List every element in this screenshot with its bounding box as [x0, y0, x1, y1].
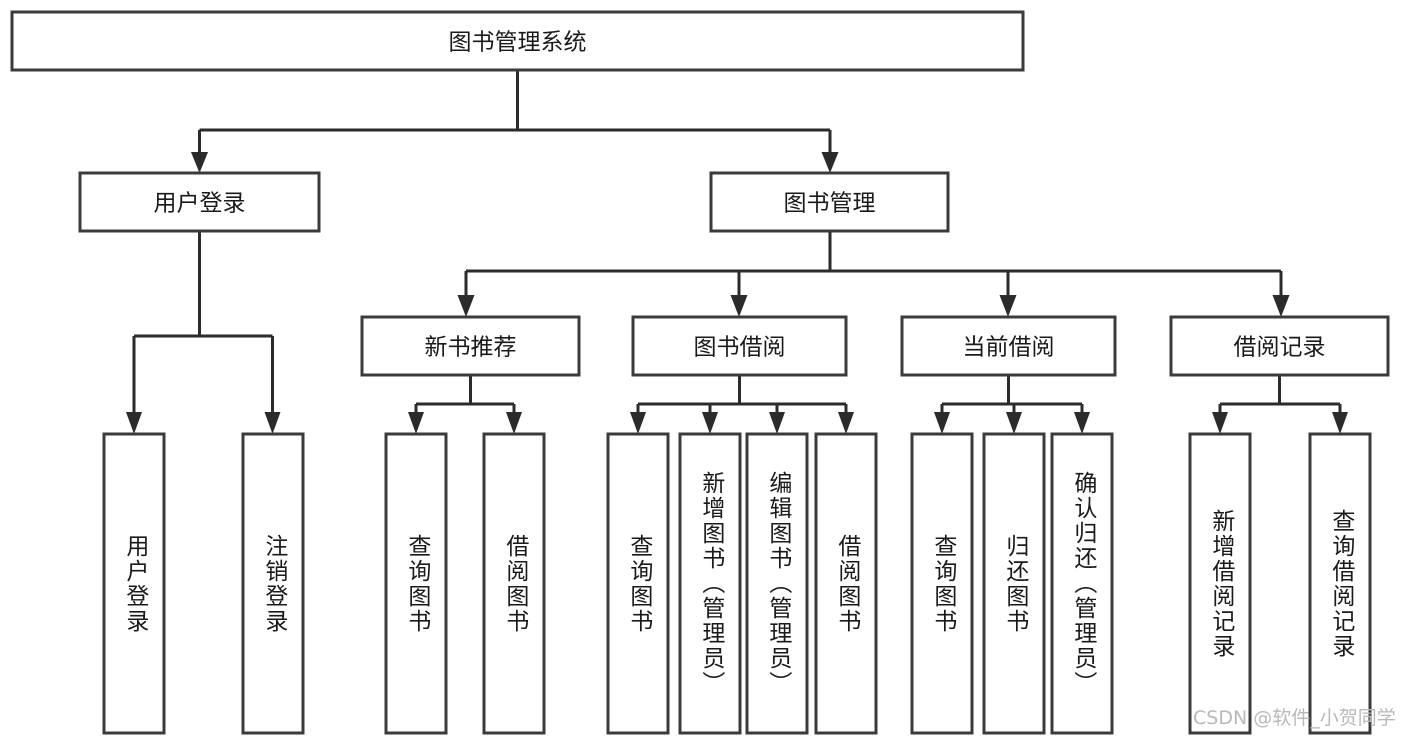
leaf-box-borrow-book-1[interactable] — [482, 432, 546, 735]
node-book-manage-box[interactable] — [709, 171, 950, 233]
node-current-borrow[interactable]: 当前借阅 — [900, 315, 1117, 377]
leaf-box-edit-book[interactable] — [745, 432, 809, 735]
arrow-head-leaf-add-record — [1212, 412, 1228, 434]
csdn-watermark: CSDN @软件_小贺同学 — [1193, 707, 1396, 729]
node-borrow-record[interactable]: 借阅记录 — [1169, 315, 1390, 377]
arrow-head-leaf-borrow-book-2 — [838, 412, 854, 434]
node-book-borrow-label: 图书借阅 — [694, 335, 786, 361]
arrow-head-leaf-add-book — [702, 412, 718, 434]
leaf-box-return-book[interactable] — [982, 432, 1046, 735]
leaf-box-query-book-1[interactable] — [384, 432, 448, 735]
node-book-borrow[interactable]: 图书借阅 — [631, 315, 848, 377]
leaf-box-confirm-return[interactable] — [1050, 432, 1114, 735]
arrow-head-book-borrow — [730, 295, 748, 317]
node-user-login-box[interactable] — [78, 171, 321, 233]
leaf-box-query-record[interactable] — [1308, 432, 1372, 735]
node-book-borrow-box[interactable] — [631, 315, 848, 377]
node-book-manage-label: 图书管理 — [784, 191, 876, 217]
node-new-book-rec-box[interactable] — [360, 315, 581, 377]
arrow-head-leaf-user-login — [126, 412, 142, 434]
arrow-head-leaf-query-book-2 — [630, 412, 646, 434]
arrow-head-leaf-borrow-book-1 — [506, 412, 522, 434]
node-borrow-record-box[interactable] — [1169, 315, 1390, 377]
node-book-manage[interactable]: 图书管理 — [709, 171, 950, 233]
leaf-box-query-book-3[interactable] — [910, 432, 974, 735]
leaf-box-logout[interactable] — [241, 432, 305, 735]
arrow-head-leaf-query-record — [1332, 412, 1348, 434]
node-new-book-rec-label: 新书推荐 — [425, 335, 517, 361]
node-root[interactable]: 图书管理系统 — [10, 10, 1025, 72]
node-current-borrow-label: 当前借阅 — [963, 335, 1055, 361]
arrow-head-leaf-confirm-return — [1074, 412, 1090, 434]
leaf-box-add-record[interactable] — [1188, 432, 1252, 735]
arrow-head-current-borrow — [999, 295, 1017, 317]
leaf-box-group — [102, 432, 1372, 735]
node-user-login-label: 用户登录 — [154, 191, 246, 217]
leaf-box-query-book-2[interactable] — [606, 432, 670, 735]
leaf-box-add-book[interactable] — [678, 432, 742, 735]
arrow-head-leaf-query-book-3 — [934, 412, 950, 434]
arrow-head-leaf-logout — [264, 412, 281, 434]
arrow-head-leaf-query-book-1 — [408, 412, 424, 434]
node-borrow-record-label: 借阅记录 — [1234, 335, 1326, 361]
leaf-box-borrow-book-2[interactable] — [814, 432, 878, 735]
arrow-head-borrow-record — [1272, 295, 1290, 317]
node-current-borrow-box[interactable] — [900, 315, 1117, 377]
node-root-label: 图书管理系统 — [449, 30, 587, 56]
node-new-book-rec[interactable]: 新书推荐 — [360, 315, 581, 377]
arrow-head-new-book-rec — [457, 295, 475, 317]
arrow-head-book-manage — [821, 152, 839, 173]
leaf-box-user-login[interactable] — [102, 432, 166, 735]
arrow-head-user-login — [191, 152, 208, 173]
arrow-head-leaf-return-book — [1006, 412, 1022, 434]
connector-group — [126, 70, 1348, 434]
arrow-head-leaf-edit-book — [769, 412, 785, 434]
node-root-box[interactable] — [10, 10, 1025, 72]
node-user-login[interactable]: 用户登录 — [78, 171, 321, 233]
